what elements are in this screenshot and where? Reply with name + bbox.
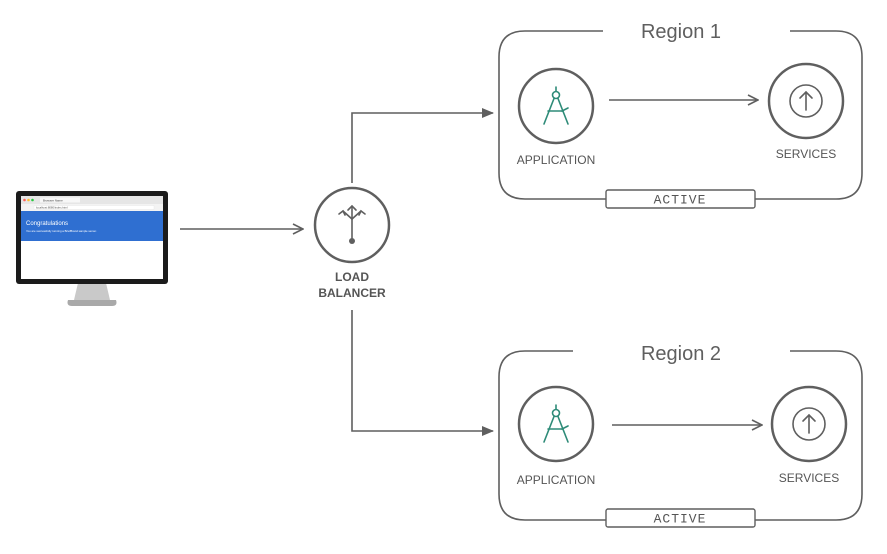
region-1: Region 1 ACTIVE APPLICATION SERVICES xyxy=(498,21,863,209)
load-balancer-icon xyxy=(338,204,366,244)
compass-icon xyxy=(543,404,569,443)
arrow-up-circle-icon xyxy=(792,407,826,441)
region-2-title: Region 2 xyxy=(641,343,721,365)
monitor-url: localhost:8080/index.html xyxy=(36,206,68,210)
monitor-heading: Congratulations xyxy=(26,221,68,227)
region-2-status-badge xyxy=(605,508,756,528)
arrow-up-circle-icon xyxy=(789,84,823,118)
region-2: Region 2 ACTIVE APPLICATION SERVICES xyxy=(498,343,863,528)
load-balancer-label-line2: BALANCER xyxy=(318,286,386,300)
connector-lb-to-region-1 xyxy=(351,108,494,183)
region-2-status-text: ACTIVE xyxy=(654,512,707,527)
region-1-title: Region 1 xyxy=(641,21,721,43)
region-1-application-label: APPLICATION xyxy=(517,153,595,167)
monitor-browser-tab: Browser Name xyxy=(43,199,63,203)
region-1-status-text: ACTIVE xyxy=(654,193,707,208)
monitor-icon: Browser Name localhost:8080/index.html C… xyxy=(16,191,168,306)
region-1-services-label: SERVICES xyxy=(776,147,836,161)
region-2-services-label: SERVICES xyxy=(779,471,839,485)
compass-icon xyxy=(543,86,569,125)
region-1-status-badge xyxy=(605,189,756,209)
load-balancer-label-line1: LOAD xyxy=(335,270,369,284)
connector-lb-to-region-2 xyxy=(351,310,494,436)
monitor-body-text: You are successfully running a BriefBran… xyxy=(26,229,97,233)
load-balancer-node xyxy=(313,186,391,264)
region-2-application-label: APPLICATION xyxy=(517,473,595,487)
